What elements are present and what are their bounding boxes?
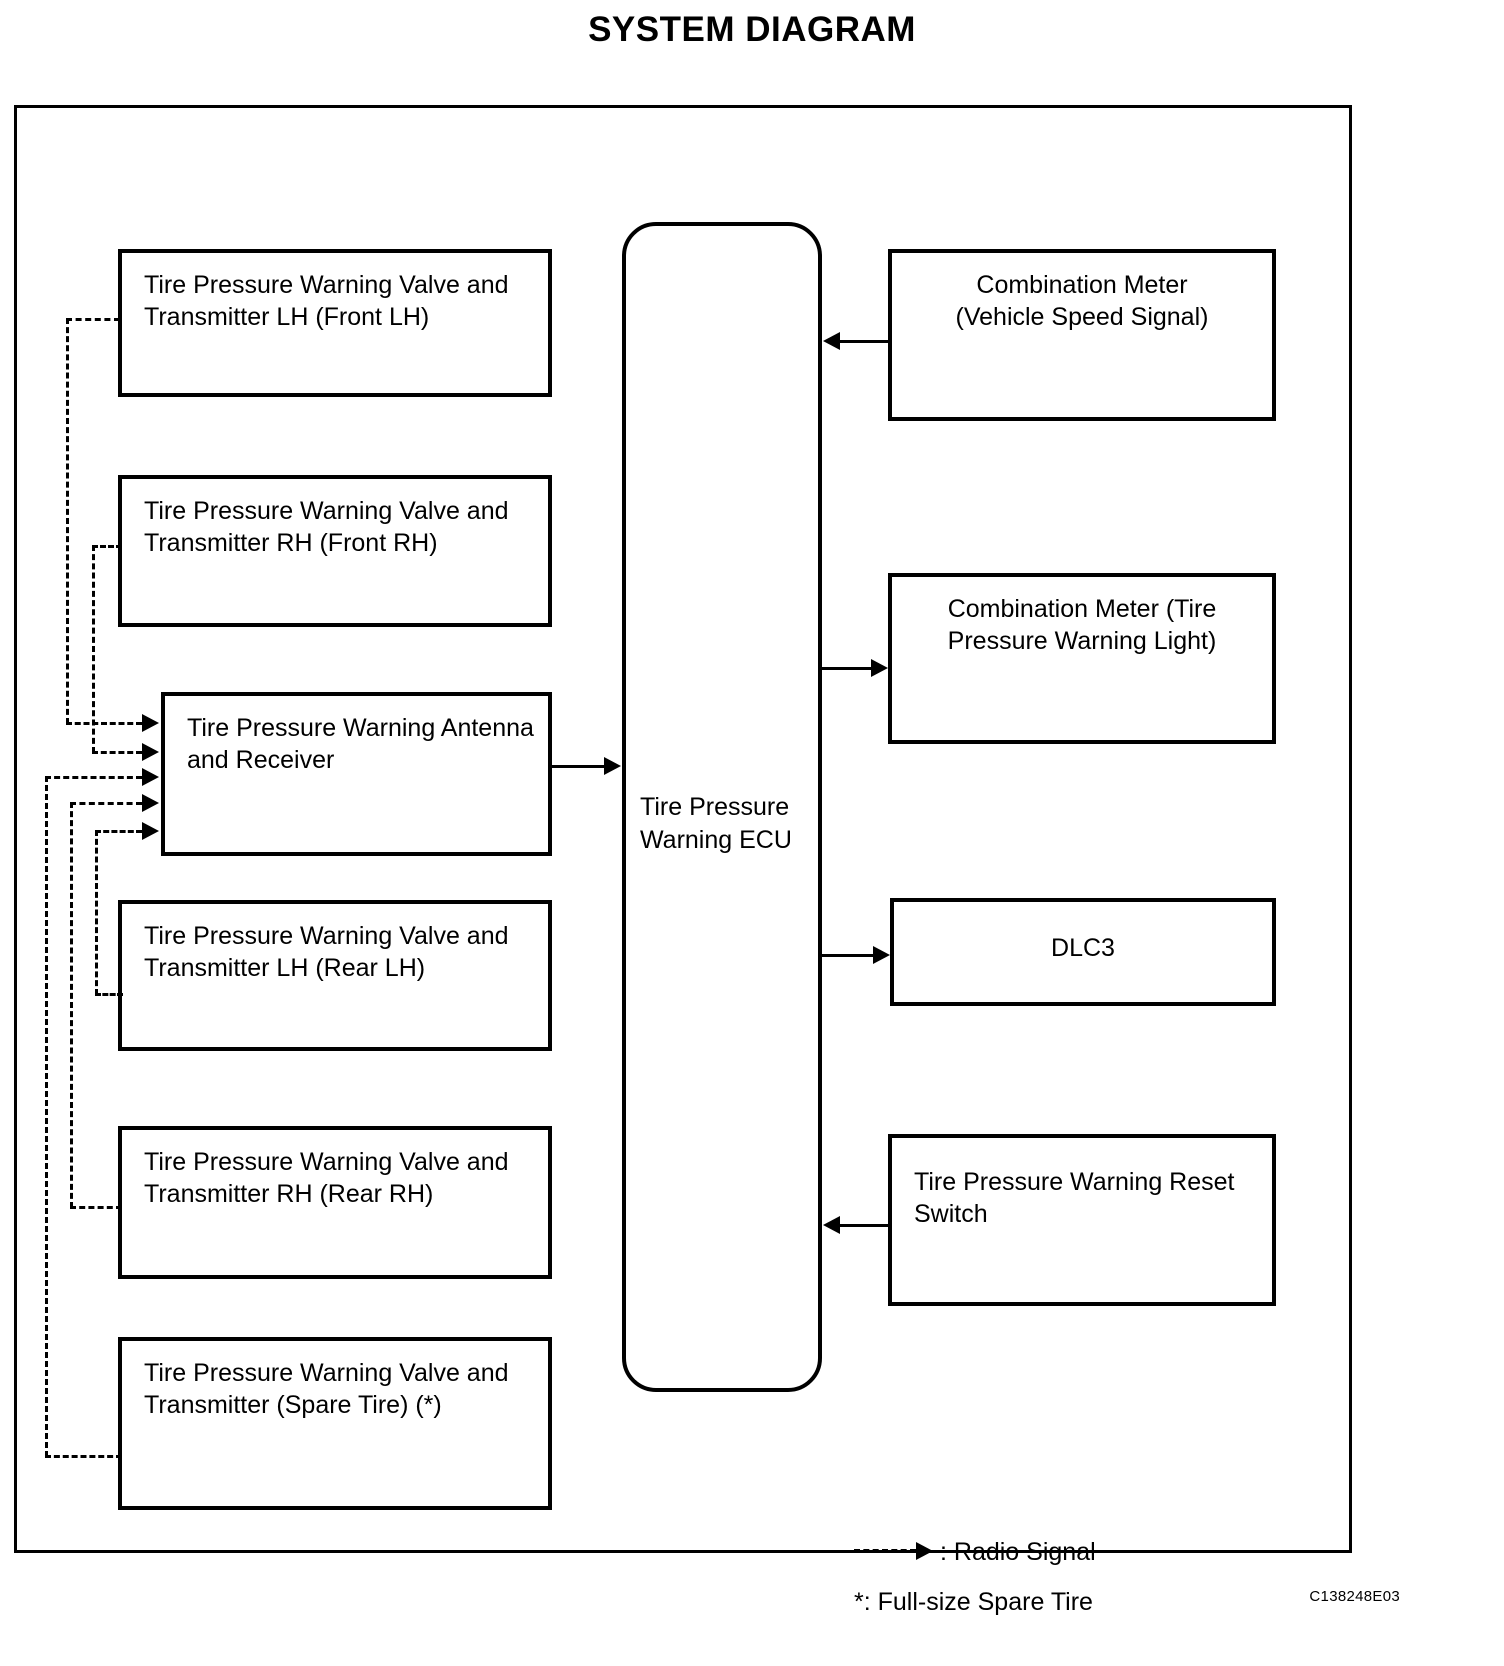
node-antenna-receiver-label: Tire Pressure Warning Antenna and Receiv… — [187, 714, 534, 774]
legend-radio-signal-label: : Radio Signal — [940, 1538, 1096, 1566]
radio-line-front-lh-seg2 — [66, 318, 69, 724]
radio-line-front-rh-seg2 — [92, 545, 95, 753]
node-valve-rear-lh-label: Tire Pressure Warning Valve and Transmit… — [144, 922, 509, 982]
line-ecu-to-cm-light — [822, 667, 871, 670]
dashed-line-icon — [854, 1549, 916, 1552]
node-dlc3: DLC3 — [890, 898, 1276, 1006]
node-valve-front-rh-label: Tire Pressure Warning Valve and Transmit… — [144, 497, 509, 557]
diagram-frame — [14, 105, 1352, 1553]
document-code: C138248E03 — [1309, 1588, 1400, 1605]
radio-line-front-rh-seg1 — [92, 545, 122, 548]
node-antenna-receiver: Tire Pressure Warning Antenna and Receiv… — [161, 692, 552, 856]
arrow-ecu-to-dlc3 — [873, 946, 890, 964]
radio-line-rear-lh-seg3 — [95, 830, 142, 833]
node-valve-rear-lh: Tire Pressure Warning Valve and Transmit… — [118, 900, 552, 1051]
radio-line-rear-rh-seg3 — [70, 802, 142, 805]
radio-arrow-spare — [142, 768, 159, 786]
node-combination-meter-warning-light-label: Combination Meter (Tire Pressure Warning… — [947, 595, 1217, 655]
node-ecu-label: Tire Pressure Warning ECU — [640, 793, 792, 854]
radio-line-spare-seg2 — [45, 776, 48, 1457]
arrow-reset-to-ecu — [823, 1216, 840, 1234]
line-reset-to-ecu — [840, 1224, 888, 1227]
node-valve-rear-rh: Tire Pressure Warning Valve and Transmit… — [118, 1126, 552, 1279]
legend-row-spare-tire: *: Full-size Spare Tire — [854, 1577, 1322, 1627]
node-reset-switch: Tire Pressure Warning Reset Switch — [888, 1134, 1276, 1306]
line-ecu-to-dlc3 — [822, 954, 873, 957]
node-tire-pressure-warning-ecu: Tire Pressure Warning ECU — [622, 222, 822, 1392]
legend-spare-tire-label: *: Full-size Spare Tire — [854, 1588, 1093, 1616]
node-valve-spare-label: Tire Pressure Warning Valve and Transmit… — [144, 1359, 509, 1419]
arrow-ecu-to-cm-light — [871, 659, 888, 677]
line-cm-speed-to-ecu — [840, 340, 888, 343]
legend: : Radio Signal *: Full-size Spare Tire — [854, 1527, 1322, 1627]
radio-line-rear-rh-seg2 — [70, 802, 73, 1208]
radio-arrow-front-lh — [142, 714, 159, 732]
node-reset-switch-label: Tire Pressure Warning Reset Switch — [914, 1168, 1235, 1228]
radio-line-spare-seg1 — [45, 1455, 122, 1458]
node-valve-spare: Tire Pressure Warning Valve and Transmit… — [118, 1337, 552, 1510]
radio-arrow-rear-rh — [142, 794, 159, 812]
radio-arrow-rear-lh — [142, 822, 159, 840]
arrow-cm-speed-to-ecu — [823, 332, 840, 350]
node-combination-meter-speed-label: Combination Meter (Vehicle Speed Signal) — [955, 271, 1209, 331]
node-dlc3-label: DLC3 — [1051, 934, 1115, 962]
legend-row-radio-signal: : Radio Signal — [854, 1527, 1322, 1577]
node-valve-front-rh: Tire Pressure Warning Valve and Transmit… — [118, 475, 552, 627]
arrow-antenna-to-ecu — [604, 757, 621, 775]
radio-arrow-front-rh — [142, 743, 159, 761]
radio-line-rear-lh-seg1 — [95, 993, 123, 996]
node-combination-meter-speed: Combination Meter (Vehicle Speed Signal) — [888, 249, 1276, 421]
node-combination-meter-warning-light: Combination Meter (Tire Pressure Warning… — [888, 573, 1276, 744]
radio-line-front-lh-seg3 — [66, 722, 142, 725]
node-valve-front-lh: Tire Pressure Warning Valve and Transmit… — [118, 249, 552, 397]
radio-line-rear-lh-seg2 — [95, 830, 98, 995]
radio-line-front-rh-seg3 — [92, 751, 142, 754]
line-antenna-to-ecu — [552, 765, 604, 768]
node-valve-front-lh-label: Tire Pressure Warning Valve and Transmit… — [144, 271, 509, 331]
node-valve-rear-rh-label: Tire Pressure Warning Valve and Transmit… — [144, 1148, 509, 1208]
radio-line-front-lh-seg1 — [66, 318, 120, 321]
page-title: SYSTEM DIAGRAM — [588, 10, 916, 49]
arrow-right-icon — [916, 1542, 933, 1560]
radio-line-spare-seg3 — [45, 776, 142, 779]
radio-line-rear-rh-seg1 — [70, 1206, 122, 1209]
